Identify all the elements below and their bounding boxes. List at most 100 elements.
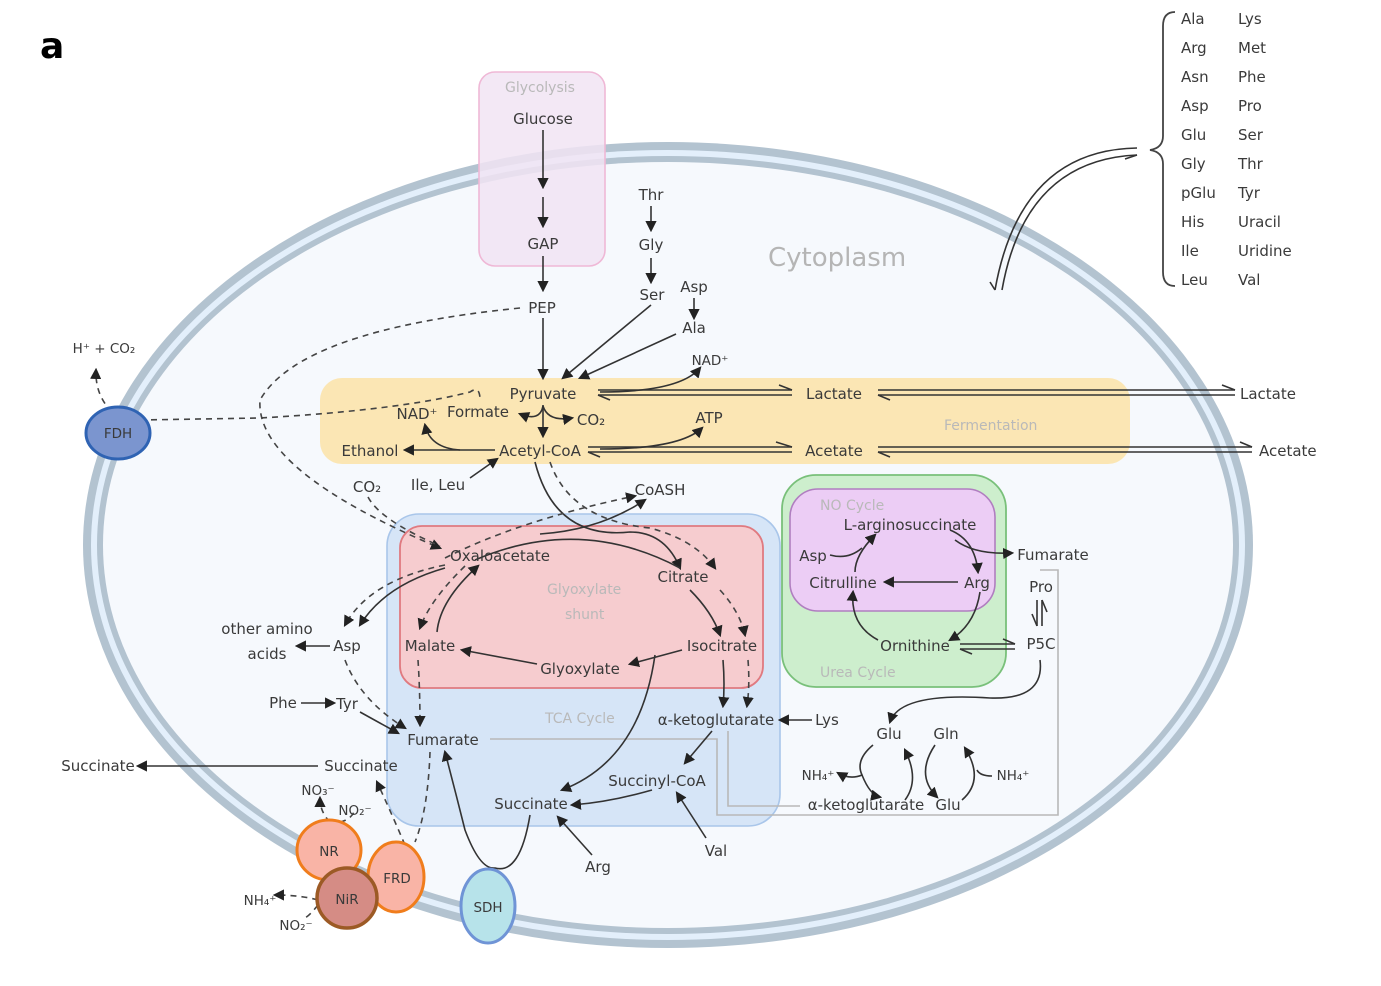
ser: Ser bbox=[640, 286, 666, 304]
other-amino-acids-2: acids bbox=[248, 645, 287, 663]
external-list-item: Uridine bbox=[1238, 242, 1292, 260]
external-list-item: Gly bbox=[1181, 155, 1206, 173]
lactate-internal: Lactate bbox=[806, 385, 862, 403]
external-list-item: Phe bbox=[1238, 68, 1266, 86]
external-list-item: pGlu bbox=[1181, 184, 1216, 202]
no3: NO₃⁻ bbox=[301, 783, 334, 799]
gly: Gly bbox=[639, 236, 664, 254]
fumarate-tca: Fumarate bbox=[407, 731, 479, 749]
nh4-a: NH₄⁺ bbox=[802, 768, 835, 784]
citrulline: Citrulline bbox=[809, 574, 876, 592]
arg-urea: Arg bbox=[964, 574, 990, 592]
isocitrate: Isocitrate bbox=[687, 637, 757, 655]
no2-bottom: NO₂⁻ bbox=[279, 918, 312, 934]
external-list-item: His bbox=[1181, 213, 1204, 231]
co2-oaa: CO₂ bbox=[353, 478, 381, 496]
fermentation-region bbox=[320, 378, 1130, 464]
co2-pyruvate: CO₂ bbox=[577, 411, 605, 429]
thr: Thr bbox=[638, 186, 665, 204]
glu-bottom: Glu bbox=[935, 796, 960, 814]
acetate-external: Acetate bbox=[1259, 442, 1317, 460]
nir-enzyme: NiR bbox=[315, 866, 379, 930]
frd-label: FRD bbox=[383, 871, 411, 887]
nr-label: NR bbox=[319, 844, 338, 860]
malate: Malate bbox=[405, 637, 456, 655]
external-list-item: Thr bbox=[1237, 155, 1264, 173]
external-metabolite-list: AlaArgAsnAspGluGlypGluHisIleLeuLysMetPhe… bbox=[1181, 10, 1292, 289]
gray-connectors bbox=[490, 569, 1059, 816]
external-list-item: Pro bbox=[1238, 97, 1262, 115]
external-list-item: Ile bbox=[1181, 242, 1199, 260]
acetyl-coa: Acetyl-CoA bbox=[499, 442, 581, 460]
l-arginosuccinate: L-arginosuccinate bbox=[844, 516, 977, 534]
akg-tca: α-ketoglutarate bbox=[658, 711, 774, 729]
atp: ATP bbox=[695, 409, 722, 427]
external-list-item: Leu bbox=[1181, 271, 1208, 289]
fermentation-label: Fermentation bbox=[944, 418, 1037, 434]
gln: Gln bbox=[933, 725, 958, 743]
brace bbox=[1149, 11, 1176, 287]
external-list-item: Tyr bbox=[1237, 184, 1261, 202]
glyoxylate: Glyoxylate bbox=[540, 660, 620, 678]
pro: Pro bbox=[1029, 578, 1053, 596]
citrate: Citrate bbox=[658, 568, 709, 586]
akg-bottom: α-ketoglutarate bbox=[808, 796, 924, 814]
ethanol: Ethanol bbox=[342, 442, 399, 460]
pyruvate: Pyruvate bbox=[510, 385, 577, 403]
glyoxylate-shunt-label-2: shunt bbox=[565, 607, 605, 623]
succinate-external: Succinate bbox=[61, 757, 135, 775]
other-amino-acids-1: other amino bbox=[221, 620, 312, 638]
nad-left: NAD⁺ bbox=[397, 405, 438, 423]
h-co2: H⁺ + CO₂ bbox=[73, 341, 136, 357]
lactate-external: Lactate bbox=[1240, 385, 1296, 403]
panel-label: a bbox=[40, 26, 64, 67]
no2-top: NO₂⁻ bbox=[338, 803, 371, 819]
val: Val bbox=[705, 842, 727, 860]
fdh-enzyme: FDH bbox=[84, 405, 152, 461]
p5c: P5C bbox=[1026, 635, 1055, 653]
nh4-b: NH₄⁺ bbox=[997, 768, 1030, 784]
phe: Phe bbox=[269, 694, 297, 712]
external-list-item: Lys bbox=[1238, 10, 1262, 28]
nh4-left: NH₄⁺ bbox=[244, 893, 277, 909]
external-list-item: Glu bbox=[1181, 126, 1206, 144]
succinate-tca: Succinate bbox=[494, 795, 568, 813]
glu-top: Glu bbox=[876, 725, 901, 743]
asp-urea: Asp bbox=[799, 547, 827, 565]
metabolite-labels: Glucose GAP PEP Thr Gly Ser Asp Ala Pyru… bbox=[61, 110, 1316, 934]
glyoxylate-shunt-label-1: Glyoxylate bbox=[547, 582, 621, 598]
glycolysis-region bbox=[478, 71, 606, 267]
formate: Formate bbox=[447, 403, 509, 421]
external-list-item: Asp bbox=[1181, 97, 1209, 115]
asp-top: Asp bbox=[680, 278, 708, 296]
lys: Lys bbox=[815, 711, 839, 729]
external-list-item: Ser bbox=[1238, 126, 1264, 144]
external-list-item: Ala bbox=[1181, 10, 1205, 28]
ornithine: Ornithine bbox=[880, 637, 950, 655]
urea-cycle-label: Urea Cycle bbox=[820, 665, 896, 681]
ile-leu: Ile, Leu bbox=[411, 476, 465, 494]
glycolysis-label: Glycolysis bbox=[505, 80, 575, 96]
gap: GAP bbox=[528, 235, 559, 253]
oxaloacetate: Oxaloacetate bbox=[450, 547, 550, 565]
external-list-item: Uracil bbox=[1238, 213, 1281, 231]
glucose: Glucose bbox=[513, 110, 573, 128]
external-list-item: Asn bbox=[1181, 68, 1209, 86]
reaction-arrows bbox=[90, 130, 1253, 919]
fumarate-urea: Fumarate bbox=[1017, 546, 1089, 564]
external-list-item: Val bbox=[1238, 271, 1260, 289]
frd-enzyme: FRD bbox=[366, 840, 426, 914]
no-cycle-region bbox=[789, 488, 996, 612]
external-list-item: Met bbox=[1238, 39, 1266, 57]
nir-label: NiR bbox=[335, 892, 358, 908]
sdh-enzyme: SDH bbox=[459, 867, 517, 945]
cytoplasm-label: Cytoplasm bbox=[768, 243, 906, 273]
succinate-mid: Succinate bbox=[324, 757, 398, 775]
nad-top: NAD⁺ bbox=[692, 353, 729, 369]
coash: CoASH bbox=[635, 481, 686, 499]
pep: PEP bbox=[528, 299, 556, 317]
tca-cycle-label: TCA Cycle bbox=[544, 711, 615, 727]
sdh-label: SDH bbox=[473, 900, 502, 916]
ala: Ala bbox=[682, 319, 706, 337]
